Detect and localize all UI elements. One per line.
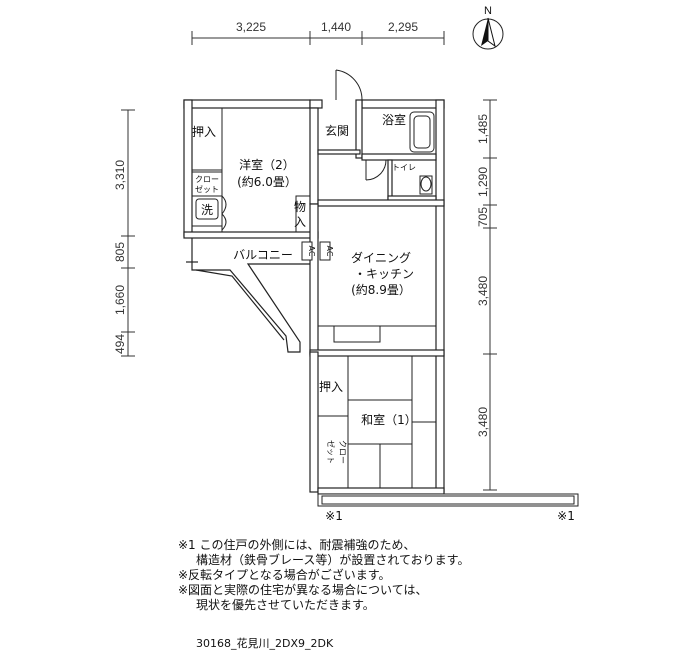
- note-2: ※反転タイプとなる場合がございます。: [178, 568, 391, 582]
- ac-unit-2: [319, 241, 331, 261]
- dim-right-3: 705: [476, 207, 490, 227]
- label-washitsu: 和室（1）: [361, 412, 417, 427]
- dim-right-5: 3,480: [476, 407, 490, 437]
- north-arrow-icon: [472, 17, 504, 50]
- dim-right-1: 1,485: [476, 114, 490, 144]
- label-youshitsu-1: 洋室（2）: [239, 157, 295, 172]
- label-washer: 洗: [201, 203, 213, 217]
- label-monoire-1: 物: [294, 200, 306, 214]
- label-monoire-2: 入: [294, 215, 306, 229]
- walls: [183, 99, 445, 495]
- oshiire-top-text: 押入: [192, 125, 216, 139]
- compass-label: N: [484, 5, 492, 17]
- ac-label-1: AC: [307, 246, 316, 257]
- label-closet-bottom-2: ゼット: [326, 440, 336, 464]
- plan-code: 30168_花見川_2DX9_2DK: [196, 637, 334, 650]
- dim-right-4: 3,480: [476, 276, 490, 306]
- label-youshitsu-2: (約6.0畳）: [237, 174, 297, 189]
- label-dk-3: (約8.9畳）: [351, 282, 411, 297]
- label-balcony: バルコニー: [233, 248, 293, 262]
- bath-door-icon: [365, 159, 387, 181]
- balcony: [186, 238, 310, 353]
- dim-top-3: 2,295: [388, 20, 418, 34]
- label-closet-top-1: クロー: [195, 175, 219, 184]
- dim-left-4: 494: [113, 334, 127, 354]
- bathtub-icon: [409, 111, 435, 153]
- label-oshiire-bottom: 押入: [319, 380, 343, 394]
- label-dk-1: ダイニング: [351, 250, 411, 265]
- label-toilet: トイレ: [392, 163, 416, 172]
- note-3-line-2: 現状を優先させていただきます。: [196, 598, 375, 612]
- note-1-line-1: ※1 この住戸の外側には、耐震補強のため、: [178, 538, 416, 552]
- dim-left-2: 805: [113, 242, 127, 262]
- entrance-door-icon: [335, 69, 363, 101]
- toilet-icon: [419, 175, 433, 195]
- note-3-line-1: ※図面と実際の住宅が異なる場合については、: [178, 583, 428, 597]
- top-dimension-line: [191, 31, 445, 45]
- partitions: [191, 107, 437, 489]
- label-oshiire-top-1: 押入: [192, 125, 216, 139]
- dim-top-1: 3,225: [236, 20, 266, 34]
- label-closet-bottom-1: クロー: [338, 440, 347, 464]
- label-closet-top-2: ゼット: [195, 184, 219, 194]
- ac-label-2: AC: [325, 246, 334, 257]
- marker-right: ※1: [557, 509, 575, 523]
- left-dimension-line: [121, 109, 135, 357]
- label-genkan: 玄関: [325, 123, 349, 138]
- label-bath: 浴室: [382, 112, 406, 127]
- dim-left-3: 1,660: [113, 285, 127, 315]
- marker-left: ※1: [325, 509, 343, 523]
- dim-right-2: 1,290: [476, 167, 490, 197]
- dim-top-2: 1,440: [321, 20, 351, 34]
- note-1-line-2: 構造材（鉄骨ブレース等）が設置されております。: [196, 553, 470, 567]
- exterior-slab: [317, 493, 579, 507]
- right-dimension-line: [483, 99, 497, 491]
- ac-unit-1: [301, 241, 313, 261]
- dim-left-1: 3,310: [113, 160, 127, 190]
- label-dk-2: ・キッチン: [354, 267, 414, 281]
